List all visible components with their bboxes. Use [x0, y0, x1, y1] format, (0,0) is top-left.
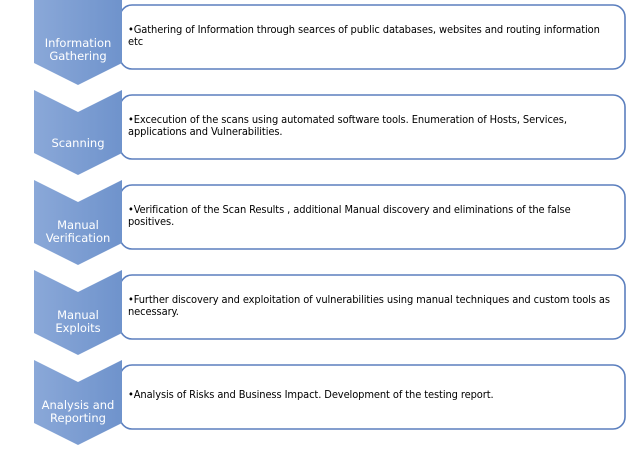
stage-description-information-gathering: •Gathering of Information through searce…: [128, 23, 600, 48]
stage-description-manual-verification: •Verification of the Scan Results , addi…: [128, 203, 571, 228]
stage-chevron-manual-exploits: [34, 270, 122, 355]
stage-label-information-gathering: Information Gathering: [44, 36, 112, 63]
stage-description-scanning: •Excecution of the scans using automated…: [128, 113, 567, 138]
stage-label-scanning: Scanning: [51, 135, 105, 150]
stage-chevron-analysis-and-reporting: [34, 360, 122, 445]
stage-label-manual-exploits: Manual Exploits: [55, 308, 101, 335]
stage-chevron-scanning: [34, 90, 122, 175]
stage-label-analysis-and-reporting: Analysis and Reporting: [41, 398, 115, 425]
stage-chevron-manual-verification: [34, 180, 122, 265]
stage-description-manual-exploits: •Further discovery and exploitation of v…: [128, 293, 610, 318]
stage-description-analysis-and-reporting: •Analysis of Risks and Business Impact. …: [128, 388, 494, 401]
stage-chevron-information-gathering: [34, 0, 122, 85]
stage-label-manual-verification: Manual Verification: [45, 218, 111, 245]
